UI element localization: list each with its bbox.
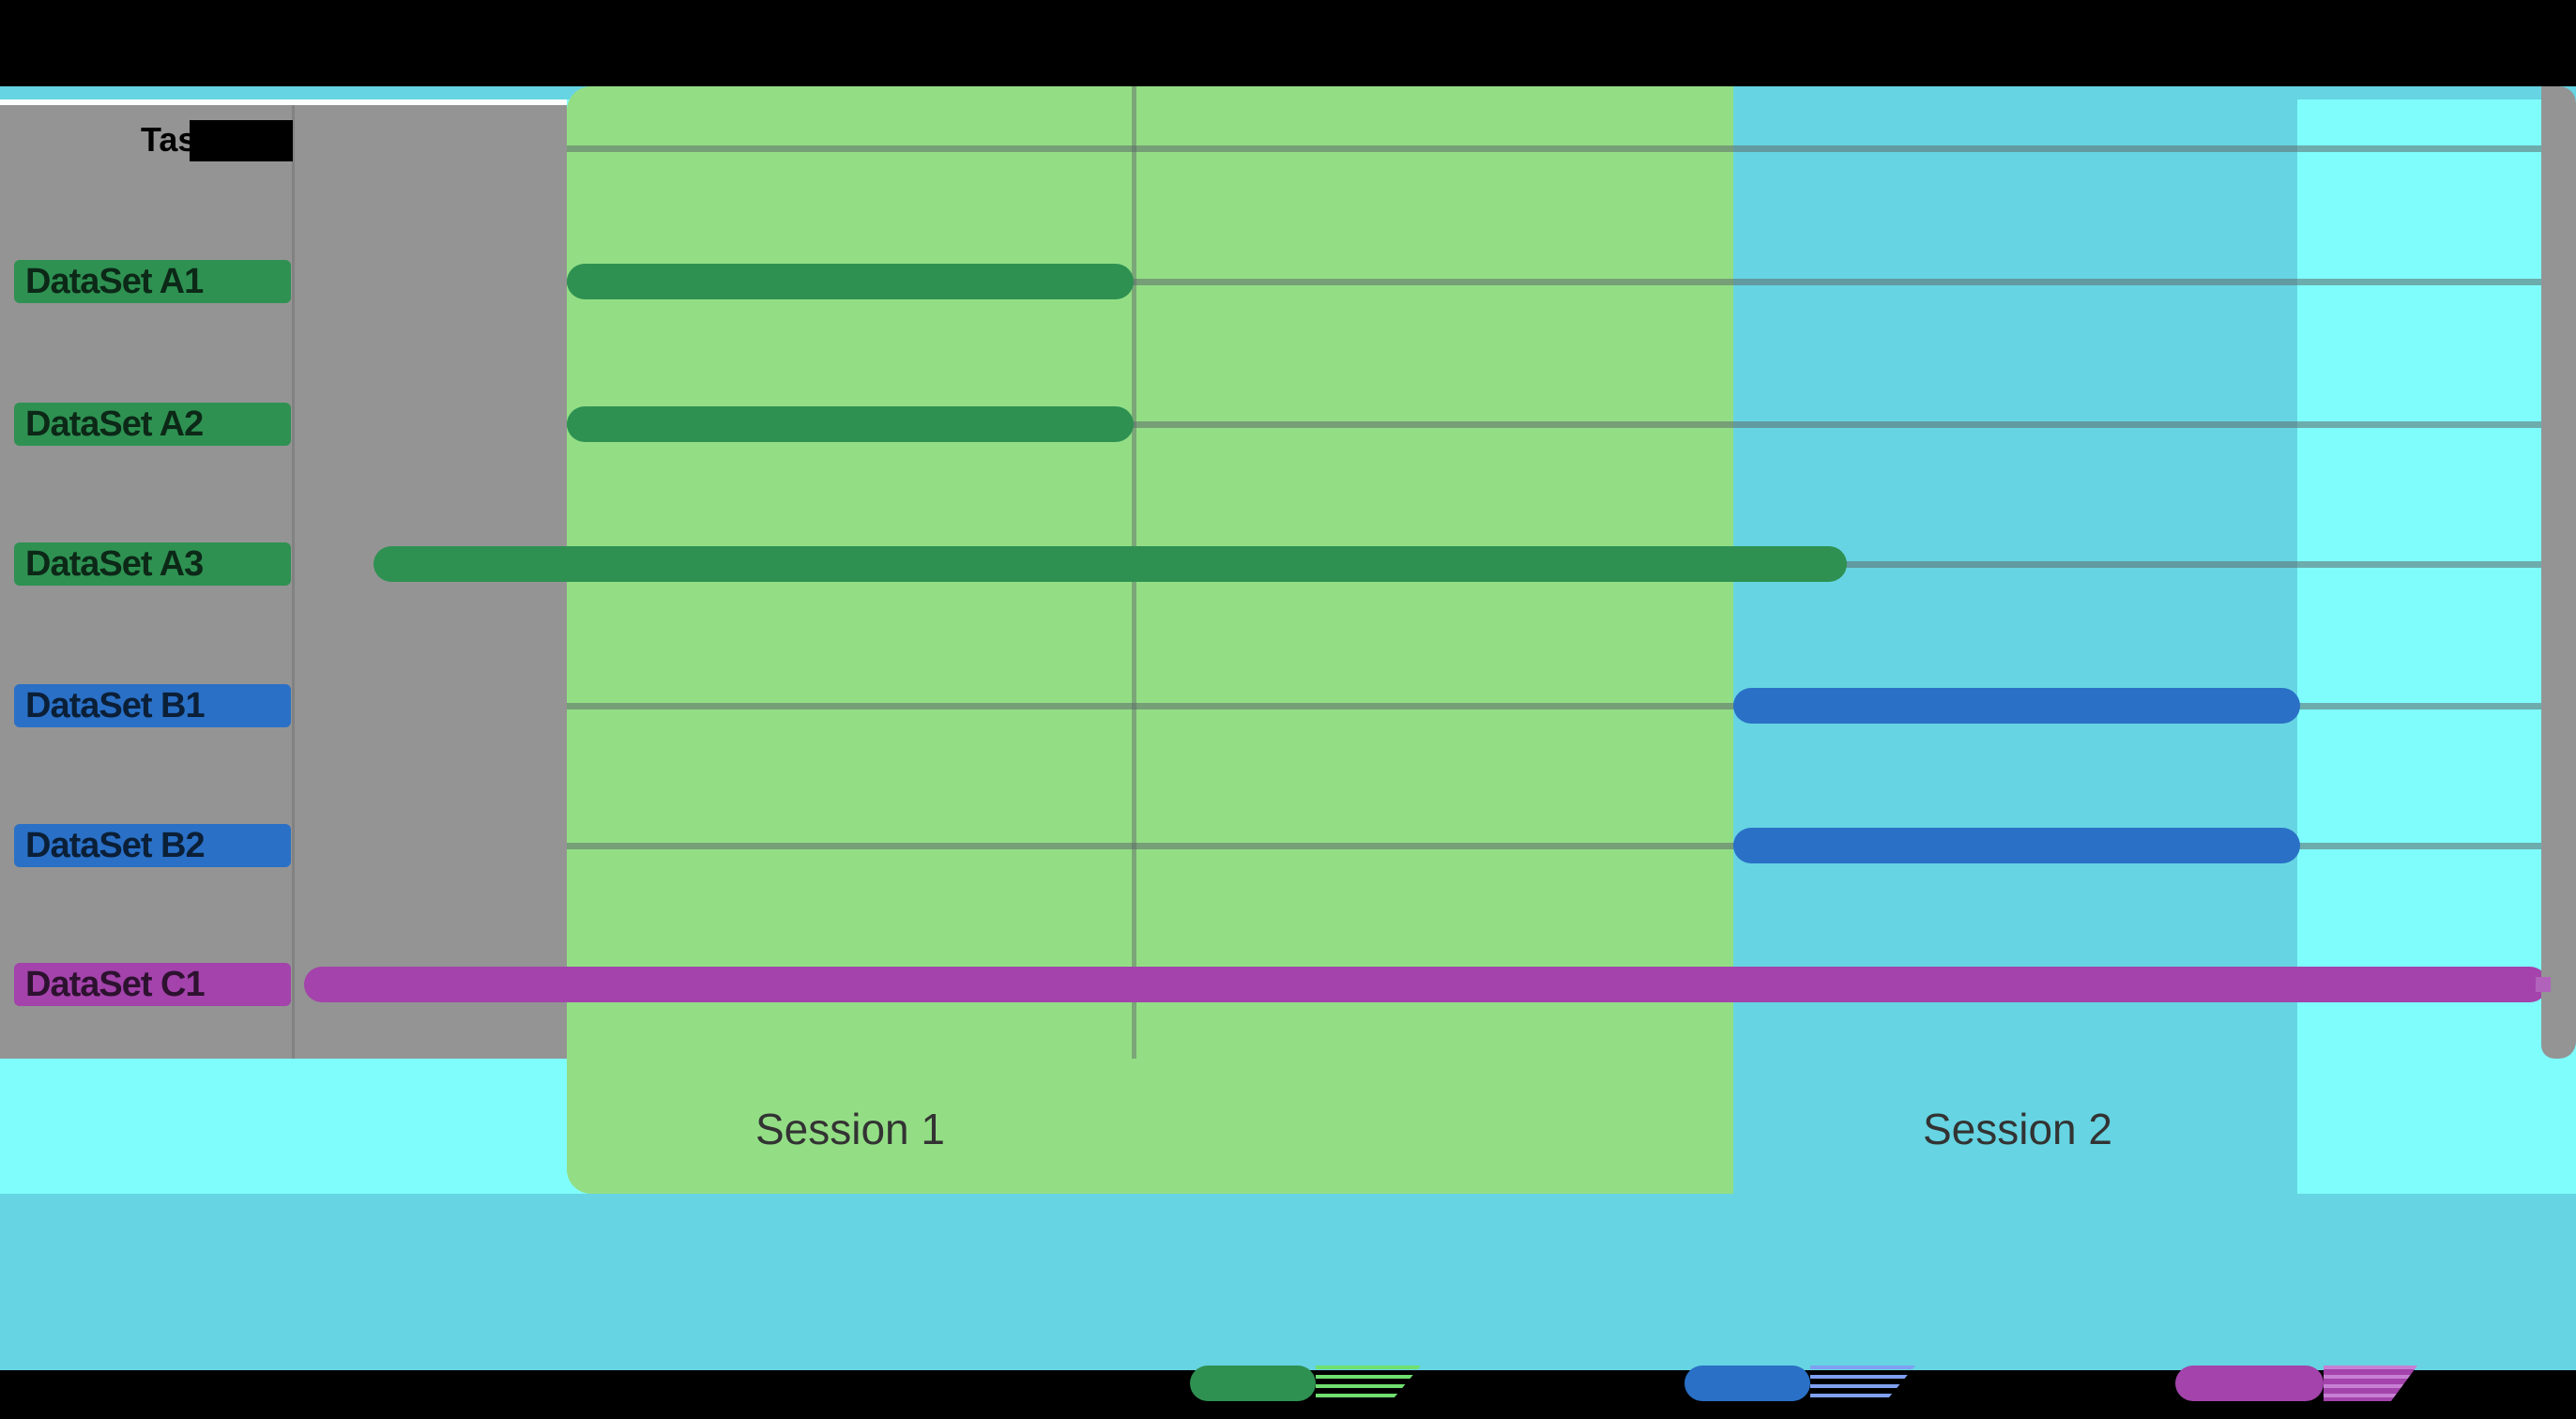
horizontal-gridline	[567, 421, 2541, 428]
horizontal-gridline	[567, 145, 2541, 152]
task-bar-dataset-a3[interactable]	[373, 546, 1847, 582]
header-black-box	[190, 120, 293, 161]
horizontal-gridline	[567, 843, 2541, 849]
legend-series-c-swatch[interactable]	[2175, 1366, 2324, 1401]
horizontal-gridline	[567, 279, 2541, 285]
horizontal-gridline	[567, 703, 2541, 710]
gutter-divider-line	[292, 105, 295, 1059]
task-bar-dataset-a1[interactable]	[567, 264, 1134, 299]
row-label-dataset-c1: DataSet C1	[14, 963, 291, 1006]
row-label-dataset-a3: DataSet A3	[14, 542, 291, 586]
right-gray-column	[2541, 86, 2576, 1059]
row-label-dataset-a1: DataSet A1	[14, 260, 291, 303]
bottom-cyan-band	[0, 1194, 2576, 1370]
session-1-label: Session 1	[755, 1105, 946, 1153]
top-black-bar	[0, 0, 2576, 86]
header-divider-line	[0, 99, 567, 105]
legend-series-b-swatch[interactable]	[1684, 1366, 1810, 1401]
row-label-dataset-a2: DataSet A2	[14, 403, 291, 446]
session-1-band	[567, 86, 1733, 1194]
session-2-band	[1733, 86, 2297, 1194]
purple-bar-tip	[2536, 977, 2551, 992]
task-bar-dataset-c1[interactable]	[304, 967, 2548, 1002]
task-bar-dataset-b2[interactable]	[1733, 828, 2300, 863]
task-bar-dataset-b1[interactable]	[1733, 688, 2300, 724]
row-label-dataset-b2: DataSet B2	[14, 824, 291, 867]
session-2-label: Session 2	[1922, 1105, 2113, 1153]
row-label-dataset-b1: DataSet B1	[14, 684, 291, 727]
task-bar-dataset-a2[interactable]	[567, 406, 1134, 442]
legend-series-a-swatch[interactable]	[1190, 1366, 1316, 1401]
